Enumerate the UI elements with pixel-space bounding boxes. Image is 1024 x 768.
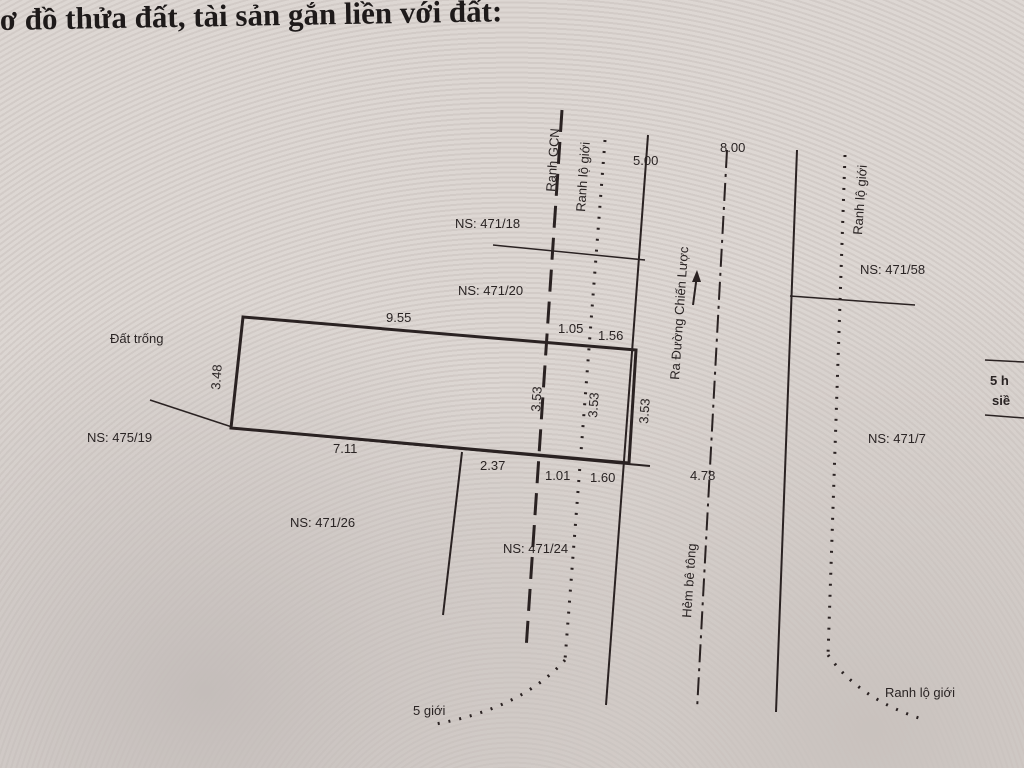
label-ranh-lo-gioi: Ranh lộ giới [885,685,955,700]
road-edge-line [775,149,798,713]
boundary-line [984,414,1024,419]
label-ns-471-7: NS: 471/7 [868,431,926,446]
dim-left: 3.48 [208,364,225,390]
dim-bottom-mid: 2.37 [480,458,505,473]
boundary-line [984,359,1024,363]
dim-bottom-r1: 1.01 [545,468,570,483]
label-hem: Hẻm bê tông [679,543,699,618]
boundary-line [492,244,646,261]
boundary-line [789,295,916,306]
label-ra-duong: Ra Đường Chiến Lược [667,246,691,381]
diagram-heading: ơ đồ thửa đất, tài sản gắn liền với đất: [0,0,503,37]
ranh-gcn-line [524,109,564,651]
dim-road-top: 5.00 [633,153,658,168]
label-ns-475-19: NS: 475/19 [87,430,152,445]
dim-right: 3.53 [636,398,653,424]
dim-road-width: 4.78 [690,468,715,483]
ranh-lo-gioi-line [429,658,567,727]
label-ranh-lo-gioi-1: Ranh lộ giới [573,141,593,212]
boundary-line [442,451,463,616]
arrow-head-icon [692,270,701,282]
dim-inner-1: 3.53 [528,386,545,412]
dim-top-mid: 1.05 [558,321,583,336]
boundary-line [149,399,233,428]
ranh-lo-gioi-line [826,654,926,722]
dim-road-top-2: 8.00 [720,140,745,155]
road-centerline [696,149,728,711]
dim-top-right: 1.56 [598,328,623,343]
label-ns-471-20: NS: 471/20 [458,283,523,298]
label-ns-471-58: NS: 471/58 [860,262,925,277]
label-ranh-gcn: Ranh GCN [543,128,562,192]
parcel-outline [229,315,638,465]
label-ns-471-26: NS: 471/26 [290,515,355,530]
dim-inner-2: 3.53 [585,392,602,418]
label-edge-2: siề [992,393,1010,408]
label-ranh-lo-gioi-2: Ranh lộ giới [850,164,870,235]
boundary-line [230,427,651,467]
dim-bottom: 7.11 [333,441,357,456]
ranh-lo-gioi-line [826,154,847,656]
label-dat-trong: Đất trống [110,331,163,346]
label-lo-gioi: 5 giới [413,703,445,718]
dim-bottom-r2: 1.60 [590,470,615,485]
road-edge-line [605,134,649,706]
label-ns-471-24: NS: 471/24 [503,541,568,556]
label-edge-1: 5 h [990,373,1009,388]
dim-top: 9.55 [386,310,411,325]
label-ns-471-18: NS: 471/18 [455,216,520,231]
